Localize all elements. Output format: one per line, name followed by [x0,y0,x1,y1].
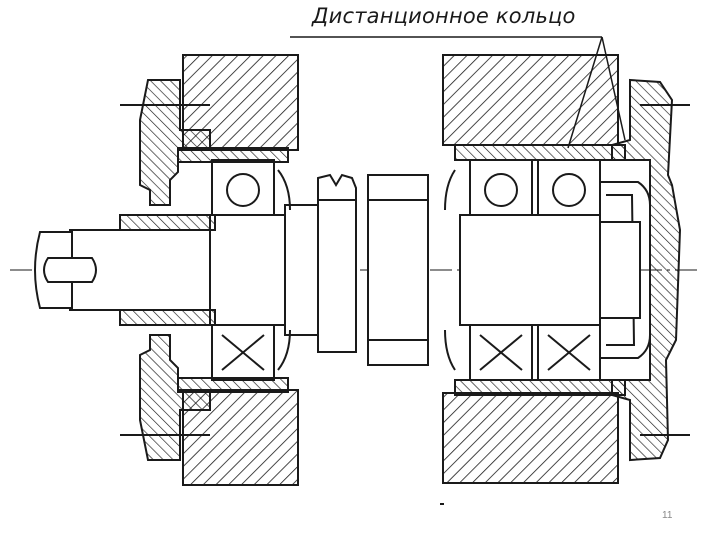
bearing-left [211,159,275,381]
worm-gear [317,173,429,366]
slide-number: 11 [662,510,673,521]
callout-leader [290,36,626,149]
left-bearing-ring [177,147,289,393]
left-sleeve [119,214,216,326]
spacer-ring [454,144,626,396]
spacer-ring-label: Дистанционное кольцо [312,4,576,28]
right-end-cap [598,78,690,462]
seal-washers [277,169,456,371]
bearing-right-outer [537,159,601,381]
left-end-cap [120,79,211,461]
shaft-end-key [34,231,97,309]
